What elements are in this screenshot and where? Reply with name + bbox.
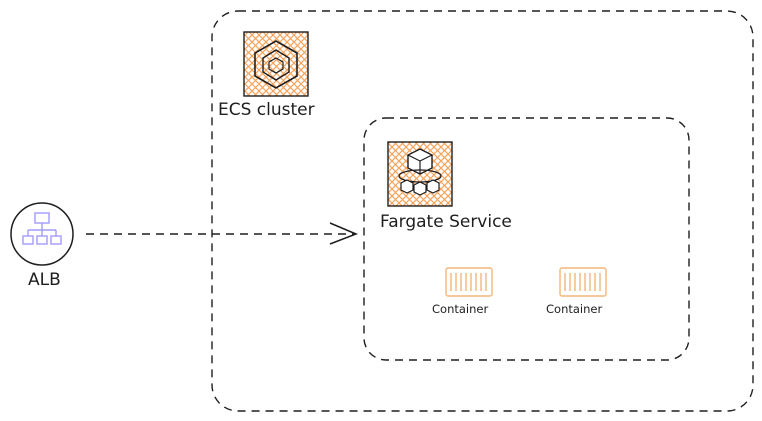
container-label-1: Container bbox=[432, 302, 488, 316]
fargate-service-label: Fargate Service bbox=[380, 212, 512, 232]
alb-to-fargate-arrow bbox=[86, 222, 359, 245]
alb-node[interactable] bbox=[10, 202, 74, 266]
container-icon bbox=[559, 267, 607, 297]
fargate-service-boundary bbox=[363, 117, 690, 361]
container-node-2[interactable]: Container bbox=[546, 267, 607, 316]
ecs-cluster-boundary bbox=[211, 10, 754, 412]
ecs-cluster-label: ECS cluster bbox=[218, 100, 315, 120]
container-icon bbox=[445, 267, 493, 297]
container-node-1[interactable]: Container bbox=[432, 267, 493, 316]
container-label-2: Container bbox=[546, 302, 602, 316]
ecs-cluster-icon bbox=[243, 31, 309, 97]
alb-label: ALB bbox=[28, 270, 61, 290]
load-balancer-icon bbox=[22, 212, 62, 245]
fargate-icon bbox=[387, 141, 453, 207]
